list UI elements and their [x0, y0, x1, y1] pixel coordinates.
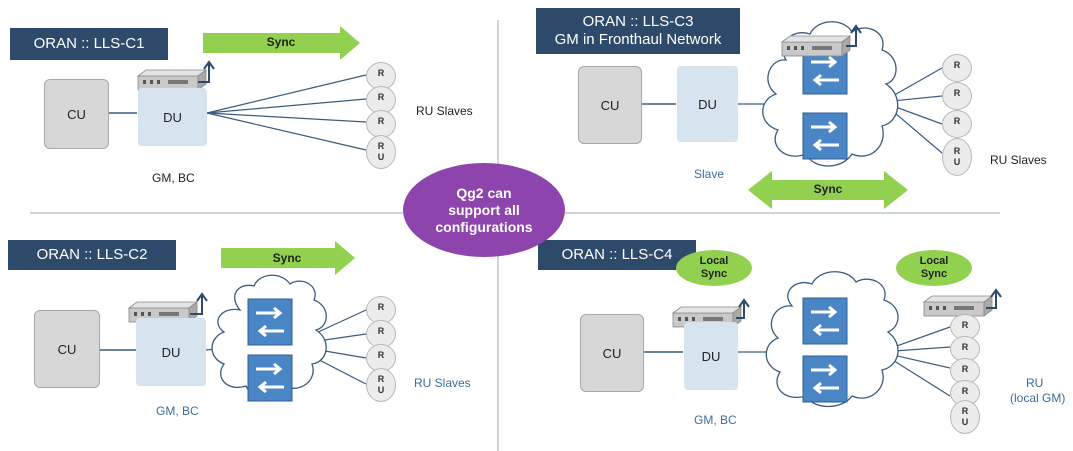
c3-sync-arrow — [748, 171, 908, 209]
c1-sync-arrow — [203, 26, 360, 60]
c4-ru-uplink-arrow-icon — [986, 288, 1002, 309]
c4-cu-box: CU — [580, 314, 644, 392]
c1-du-role: GM, BC — [152, 171, 195, 185]
c4-ru-label-line1: RU — [1026, 376, 1044, 390]
c1-cu-box: CU — [44, 79, 109, 149]
c2-ru-label: RU Slaves — [414, 376, 471, 390]
c1-gm-device-icon — [137, 69, 207, 91]
c3-cu-box: CU — [578, 66, 642, 144]
c3-gm-device-icon — [781, 35, 851, 57]
c4-ru-node: R — [950, 358, 980, 384]
c4-local-sync-badge-2: Local Sync — [896, 250, 972, 286]
c4-du-role: GM, BC — [694, 413, 737, 427]
c4-ru-node: R U — [950, 400, 980, 434]
c3-sync-label: Sync — [813, 182, 843, 196]
c3-ru-label: RU Slaves — [990, 153, 1047, 167]
c4-ru-node: R — [950, 336, 980, 362]
c4-switch-icon-2 — [801, 354, 849, 404]
c2-switch-icon-1 — [246, 297, 294, 347]
c1-ru-node: R U — [366, 135, 396, 169]
c3-du-role: Slave — [694, 167, 725, 181]
c1-ru-node: R — [366, 110, 396, 138]
c3-title-line1: ORAN :: LLS-C3 — [582, 13, 694, 30]
center-bubble: Qg2 can support all configurations — [403, 163, 565, 257]
c2-ru-node: R — [366, 344, 396, 372]
c2-uplink-arrow-icon — [190, 292, 208, 315]
c3-title-line2: GM in Fronthaul Network — [554, 31, 722, 48]
c2-sync-arrow — [221, 241, 355, 275]
c4-local-sync-badge-1: Local Sync — [676, 250, 752, 286]
c2-sync-label: Sync — [272, 251, 302, 265]
c3-switch-icon-2 — [801, 111, 849, 161]
c1-du-box: DU — [138, 88, 207, 146]
c4-title: ORAN :: LLS-C4 — [538, 240, 696, 270]
c1-sync-label: Sync — [266, 35, 296, 49]
c4-du-uplink-arrow-icon — [736, 298, 750, 319]
c4-du-box: DU — [684, 322, 738, 390]
c3-ru-node: R — [942, 54, 972, 82]
c2-switch-icon-2 — [246, 353, 294, 403]
c3-ru-node: R U — [942, 138, 972, 176]
c4-switch-icon-1 — [801, 296, 849, 346]
c1-uplink-arrow-icon — [198, 60, 215, 83]
c3-ru-node: R — [942, 82, 972, 110]
c2-ru-node: R U — [366, 368, 396, 402]
c3-uplink-arrow-icon — [846, 24, 862, 47]
c1-connections — [108, 74, 367, 151]
c3-du-box: DU — [677, 66, 738, 142]
c4-ru-node: R — [950, 314, 980, 340]
c1-ru-label: RU Slaves — [416, 104, 473, 118]
c3-ru-node: R — [942, 110, 972, 138]
c2-cu-box: CU — [34, 310, 100, 388]
c2-ru-node: R — [366, 320, 396, 348]
c2-du-role: GM, BC — [156, 404, 199, 418]
c3-title: ORAN :: LLS-C3 GM in Fronthaul Network — [536, 8, 740, 54]
c1-title: ORAN :: LLS-C1 — [10, 28, 168, 60]
c4-ru-gm-device-icon — [923, 295, 993, 317]
c4-ru-label-line2: (local GM) — [1010, 391, 1066, 405]
c2-du-box: DU — [136, 318, 206, 386]
c1-ru-node: R — [366, 62, 396, 90]
c2-title: ORAN :: LLS-C2 — [8, 240, 176, 270]
